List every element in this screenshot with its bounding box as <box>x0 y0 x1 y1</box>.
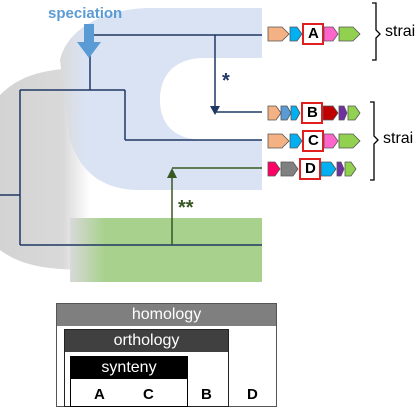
blue-band <box>60 8 262 190</box>
speciation-arrow-head <box>77 42 101 58</box>
speciation-arrow-shaft <box>84 24 94 44</box>
brace-bottom <box>370 101 379 181</box>
double-star-label: ** <box>178 197 194 219</box>
strain-label-top: strai <box>385 23 416 40</box>
arrow-head-double-star <box>167 168 177 178</box>
gene-label-c: C <box>308 132 319 149</box>
green-transfer-line <box>171 167 262 245</box>
strain-label-bottom: strai <box>383 130 414 147</box>
tree-lines <box>0 34 262 246</box>
legend-letter-c: C <box>143 386 154 403</box>
orthology-header: orthology <box>65 330 228 352</box>
arrow-head-star <box>210 106 220 115</box>
synteny-header: synteny <box>71 357 187 379</box>
legend-letter-d: D <box>247 386 258 403</box>
gene-label-d: D <box>305 160 316 177</box>
legend-letter-a: A <box>94 386 105 403</box>
green-band <box>70 218 262 282</box>
gene-cluster-d <box>267 158 357 180</box>
gene-label-a: A <box>308 25 319 42</box>
brace-top <box>372 2 381 61</box>
gene-cluster-b <box>267 102 361 124</box>
speciation-label: speciation <box>48 5 123 22</box>
single-star-label: * <box>222 70 230 92</box>
homology-header: homology <box>57 304 276 326</box>
legend-letter-b: B <box>201 386 212 403</box>
gene-label-b: B <box>307 104 318 121</box>
gene-cluster-c <box>267 130 361 152</box>
gene-cluster-a <box>267 23 361 45</box>
synteny-box: synteny <box>70 356 188 407</box>
